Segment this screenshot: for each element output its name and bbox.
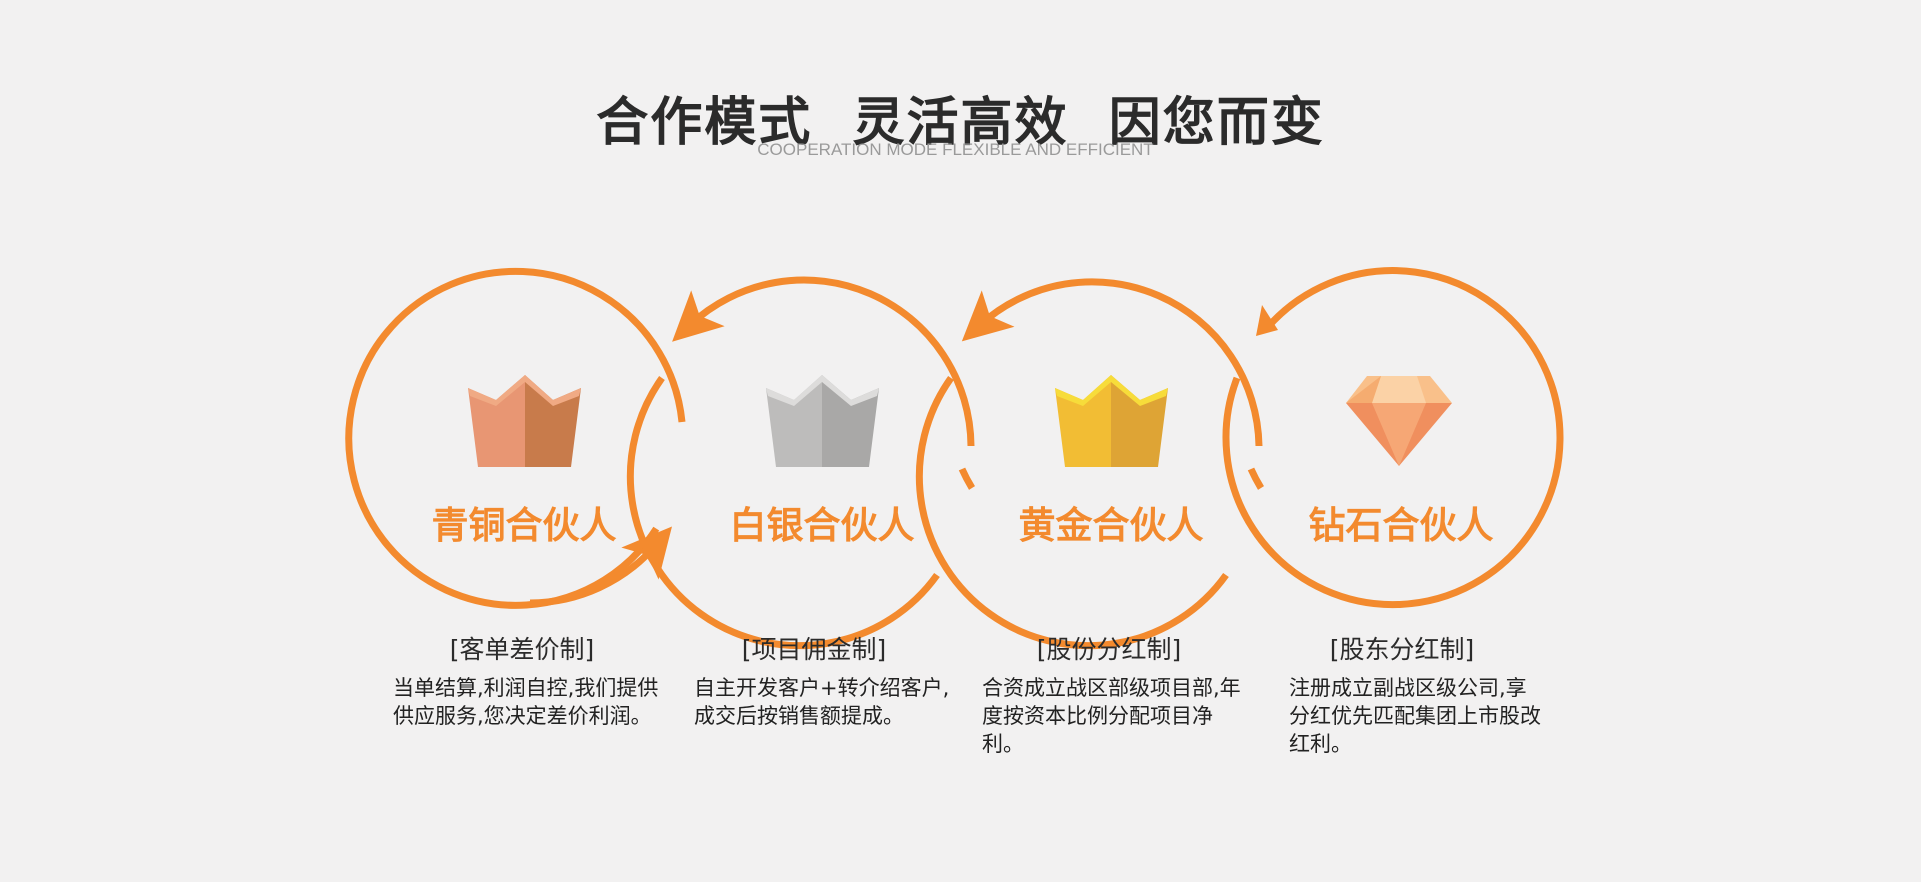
tier-description-gold: 合资成立战区部级项目部,年度按资本比例分配项目净利。 — [982, 676, 1241, 756]
cycle-arc-2 — [626, 375, 940, 650]
tier-model-bronze: [客单差价制] — [449, 635, 595, 664]
gold-crown-icon — [1055, 375, 1168, 467]
tier-cycle-2 — [626, 276, 976, 650]
tier-cycle-4 — [1222, 267, 1564, 609]
arrow-1 — [529, 526, 672, 607]
cycle-tail-3 — [1247, 467, 1265, 490]
arrow-3 — [961, 278, 1263, 447]
page-title: 合作模式 灵活高效 因您而变 — [596, 93, 1325, 153]
tier-name-gold: 黄金合伙人 — [1018, 504, 1204, 547]
arrow-2 — [672, 276, 975, 447]
tier-model-silver: [项目佣金制] — [741, 635, 887, 664]
tier-name-silver: 白银合伙人 — [729, 504, 915, 547]
cycle-arc-4 — [1222, 267, 1564, 609]
tier-description-silver: 自主开发客户+转介绍客户,成交后按销售额提成。 — [694, 676, 950, 728]
tier-description-diamond: 注册成立副战区级公司,享分红优先匹配集团上市股改红利。 — [1289, 676, 1541, 756]
tier-description-bronze: 当单结算,利润自控,我们提供供应服务,您决定差价利润。 — [393, 676, 659, 728]
cycle-tail-2 — [958, 467, 976, 490]
bronze-crown-icon — [468, 375, 581, 467]
tier-model-gold: [股份分红制] — [1036, 635, 1182, 664]
diamond-icon — [1346, 376, 1452, 466]
tier-name-bronze: 青铜合伙人 — [431, 504, 617, 547]
silver-crown-icon — [766, 375, 879, 467]
cycle-arc-3 — [915, 375, 1229, 650]
arrowhead-4 — [1256, 305, 1278, 336]
tier-name-diamond: 钻石合伙人 — [1308, 504, 1494, 547]
tier-model-diamond: [股东分红制] — [1329, 635, 1475, 664]
tier-cycle-3 — [915, 278, 1265, 650]
tier-cycle-1 — [345, 267, 686, 609]
page-subtitle: COOPERATION MODE FLEXIBLE AND EFFICIENT — [757, 140, 1154, 159]
